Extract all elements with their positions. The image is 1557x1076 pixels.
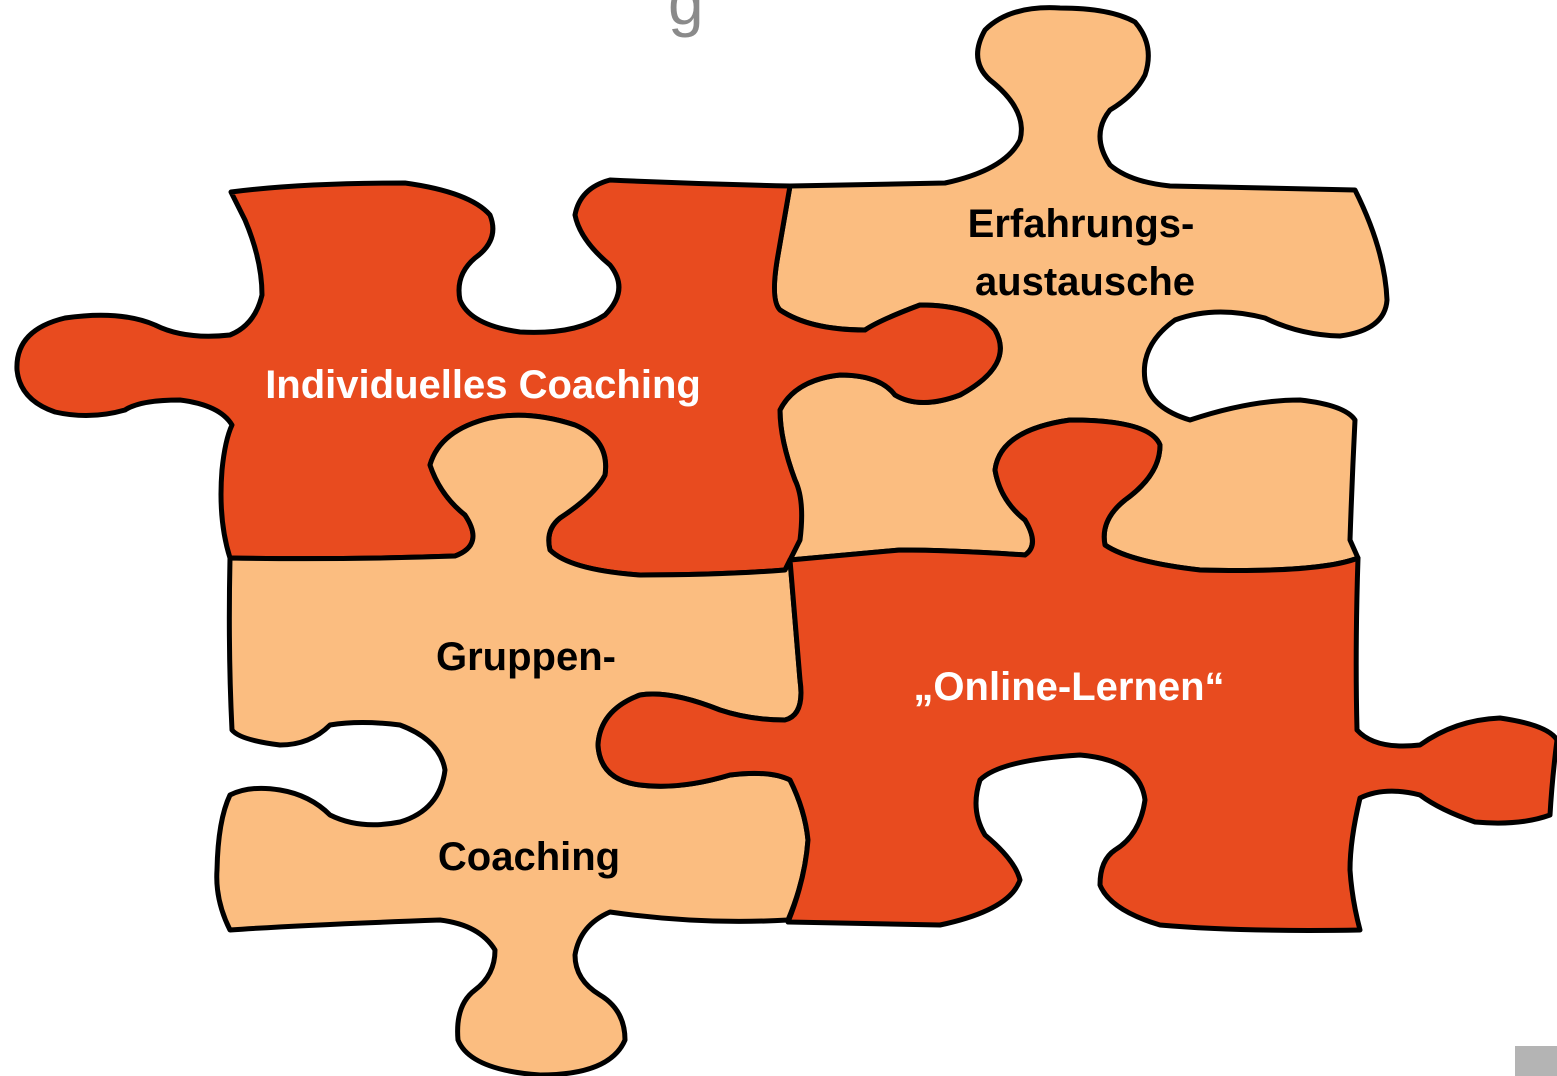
- corner-marker: [1515, 1046, 1557, 1076]
- label-online-lernen: „Online-Lernen“: [913, 665, 1224, 709]
- puzzle-piece-online-lernen: [595, 417, 1557, 933]
- puzzle-piece-gruppen-coaching: [214, 412, 811, 1076]
- label-individuelles-coaching: Individuelles Coaching: [265, 363, 701, 407]
- label-gruppen: Gruppen-: [436, 635, 616, 679]
- label-erfahrungs: Erfahrungs-: [968, 202, 1195, 246]
- label-coaching: Coaching: [438, 835, 620, 879]
- heading-fragment: g: [668, 0, 704, 38]
- label-austausche: austausche: [975, 260, 1195, 304]
